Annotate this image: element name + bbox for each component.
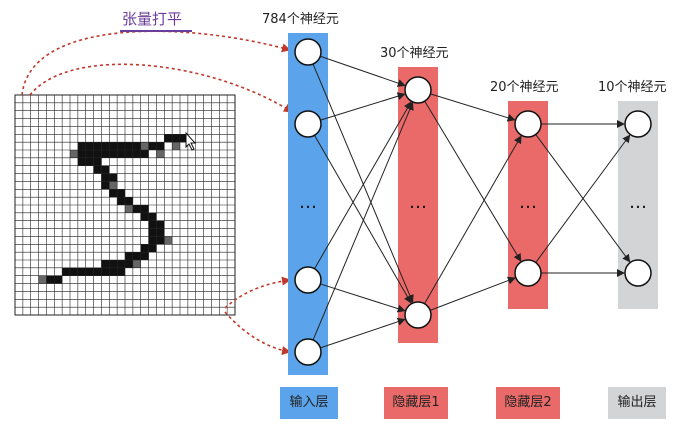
flatten-arrow-1 (21, 30, 291, 96)
hidden-layer-2-tag: 隐藏层2 (496, 387, 560, 419)
input-count-label: 784个神经元 (262, 12, 339, 27)
connection-line (430, 93, 516, 122)
connection-line (535, 134, 631, 263)
hidden-2-ellipsis: … (519, 192, 537, 213)
input-ellipsis: … (299, 192, 317, 213)
connection-line (320, 55, 406, 87)
input-layer-bar (288, 33, 328, 375)
input-layer-tag: 输入层 (280, 387, 338, 419)
hidden-1-ellipsis: … (409, 192, 427, 213)
flatten-arrow-3 (224, 276, 291, 309)
mouse-cursor-icon (185, 131, 197, 151)
neuron (294, 110, 322, 138)
output-count-label: 10个神经元 (598, 80, 667, 95)
neuron (294, 38, 322, 66)
connection-line (314, 101, 412, 269)
neurons (294, 38, 652, 366)
hidden-1-count-label: 30个神经元 (380, 46, 449, 61)
connection-line (424, 135, 522, 304)
connection-line (320, 317, 406, 349)
flatten-label: 张量打平 (122, 10, 183, 28)
connection-line (429, 276, 516, 311)
output-layer-tag: 输出层 (608, 387, 666, 419)
neuron (624, 259, 652, 287)
neuron (624, 110, 652, 138)
digit-pixel-grid (14, 94, 236, 316)
neuron (404, 76, 432, 104)
neuron (294, 266, 322, 294)
flatten-arrow-4 (224, 311, 291, 355)
connection-line (320, 283, 406, 313)
connection-line (320, 92, 406, 121)
connection-line (312, 101, 414, 341)
neuron (514, 110, 542, 138)
neuron (514, 259, 542, 287)
output-ellipsis: … (629, 192, 647, 213)
hidden-layer-1-tag: 隐藏层1 (384, 387, 448, 419)
neuron (404, 301, 432, 329)
hidden-2-count-label: 20个神经元 (490, 80, 559, 95)
connections (312, 55, 631, 349)
neuron (294, 338, 322, 366)
connection-line (314, 135, 412, 304)
flatten-underline (120, 30, 192, 32)
connection-line (312, 63, 414, 304)
flatten-arrow-2 (29, 63, 293, 113)
connection-line (424, 100, 522, 262)
